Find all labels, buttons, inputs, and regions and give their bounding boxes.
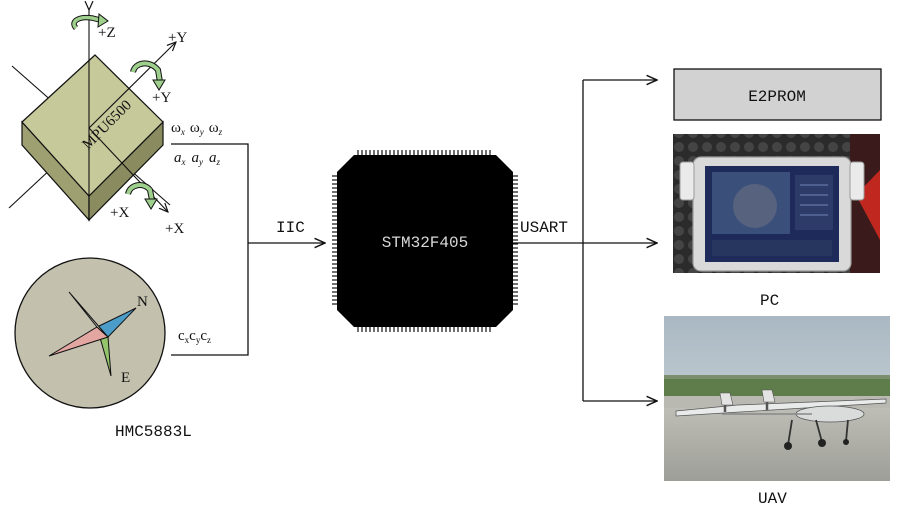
compass-n-label: N [137, 294, 148, 310]
uav-image [664, 316, 890, 481]
usart-label: USART [520, 219, 568, 237]
iic-bus: IIC [171, 143, 325, 356]
uav-aircraft-icon [675, 389, 887, 450]
magnetometer-label: HMC5883L [115, 423, 192, 441]
compass-e-label: E [121, 370, 130, 386]
magnetometer-compass: N E [14, 257, 166, 409]
y-rotation-icon [130, 60, 166, 91]
x-axis-label: +X [165, 221, 184, 237]
eeprom-label: E2PROM [748, 88, 806, 106]
eeprom-box: E2PROM [673, 68, 882, 121]
y-axis-line [88, 42, 176, 129]
imu-chip: MPU6500 +Z +Y +Y +X +X [8, 10, 187, 237]
mcu-body [337, 155, 513, 327]
x-axis-line [88, 127, 168, 212]
x-rotation-label: +X [110, 205, 129, 221]
usart-bus: USART [513, 80, 657, 401]
pc-image [673, 134, 880, 273]
y-axis-label: +Y [168, 30, 187, 46]
mcu-chip: STM32F405 [332, 150, 518, 332]
uav-label: UAV [758, 490, 787, 506]
y-rotation-label: +Y [152, 90, 171, 106]
z-axis-label: +Z [98, 25, 116, 41]
pc-red-case-icon [856, 170, 880, 240]
iic-label: IIC [276, 219, 305, 237]
svg-text:cxcycz: cxcycz [178, 328, 211, 345]
pc-label: PC [760, 292, 779, 310]
compass-needle-south [68, 291, 109, 338]
magnetometer-output: cxcycz [178, 328, 211, 345]
z-rotation-icon [71, 13, 109, 30]
x-rotation-icon [125, 182, 158, 210]
mcu-label: STM32F405 [382, 234, 468, 252]
